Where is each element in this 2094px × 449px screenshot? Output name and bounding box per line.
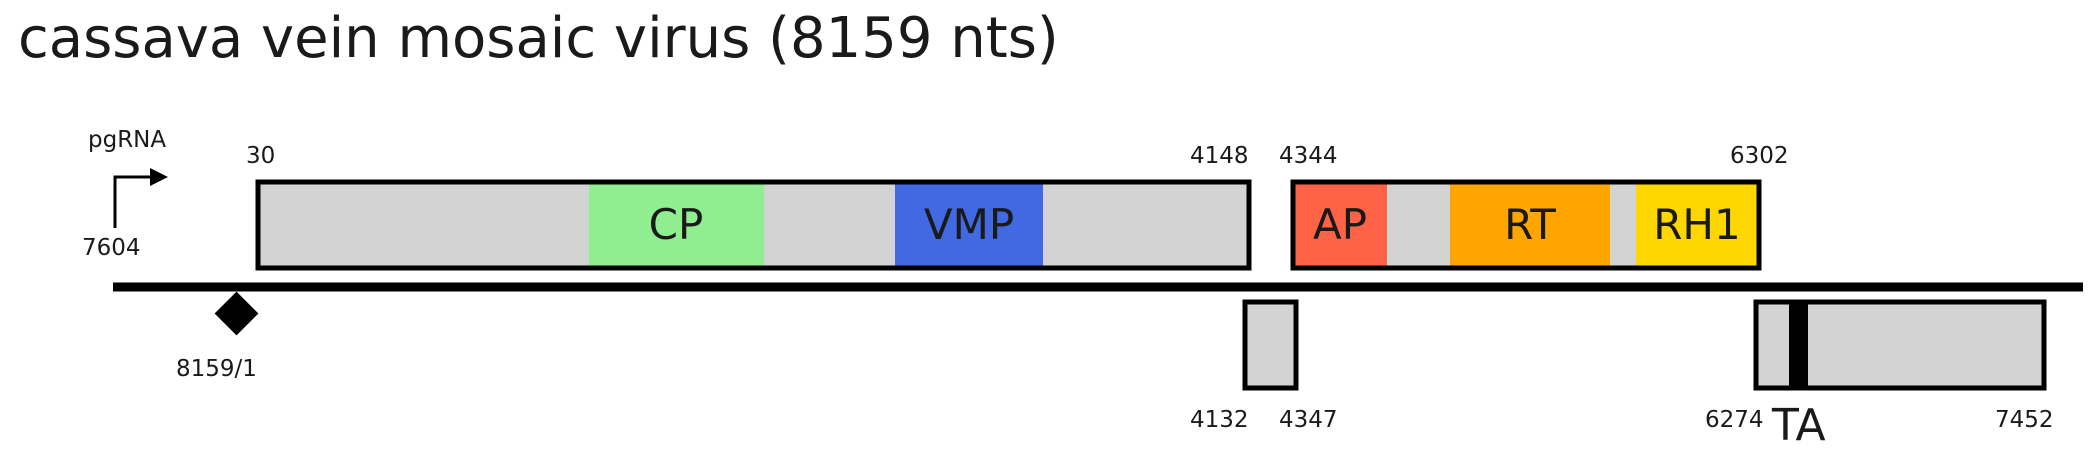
orf-6274-7452 bbox=[1753, 299, 2047, 391]
rh1-label: RH1 bbox=[1653, 200, 1741, 249]
origin-label: 8159/1 bbox=[176, 356, 257, 382]
orf-30-4148-end-label: 4148 bbox=[1190, 143, 1249, 169]
orf-4132-4347-end-label: 4347 bbox=[1279, 407, 1338, 433]
arrowhead-icon bbox=[150, 168, 168, 186]
vmp-domain bbox=[895, 182, 1043, 268]
rt-domain bbox=[1450, 182, 1610, 268]
orf-30-4148-outline bbox=[255, 179, 1252, 271]
orf-4132-4347-box bbox=[1242, 299, 1299, 391]
page-title: cassava vein mosaic virus (8159 nts) bbox=[18, 6, 1059, 71]
ta-marker bbox=[1789, 302, 1808, 388]
origin-diamond-icon bbox=[214, 291, 259, 336]
ap-domain bbox=[1293, 182, 1387, 268]
rt-label: RT bbox=[1504, 200, 1556, 249]
ta-label: TA bbox=[1771, 400, 1826, 449]
promoter-label: pgRNA bbox=[88, 127, 166, 153]
rh1-domain bbox=[1636, 182, 1759, 268]
promoter-arrow bbox=[113, 168, 168, 228]
orf-4344-6302-end-label: 6302 bbox=[1730, 143, 1789, 169]
orf-4344-6302-outline bbox=[1290, 179, 1762, 271]
orf-6274-7452-start-label: 6274 bbox=[1705, 407, 1764, 433]
orf-4344-6302-start-label: 4344 bbox=[1279, 143, 1338, 169]
orf-6274-7452-end-label: 7452 bbox=[1995, 407, 2054, 433]
vmp-label: VMP bbox=[924, 200, 1014, 249]
cp-domain bbox=[589, 182, 764, 268]
orf-4344-6302: AP RT RH1 bbox=[1290, 179, 1762, 271]
orf-30-4148-start-label: 30 bbox=[246, 143, 275, 169]
orf-30-4148: CP VMP bbox=[255, 179, 1252, 271]
promoter-position-label: 7604 bbox=[82, 235, 141, 261]
ap-label: AP bbox=[1313, 200, 1367, 249]
cp-label: CP bbox=[649, 200, 704, 249]
orf-4132-4347-start-label: 4132 bbox=[1190, 407, 1249, 433]
